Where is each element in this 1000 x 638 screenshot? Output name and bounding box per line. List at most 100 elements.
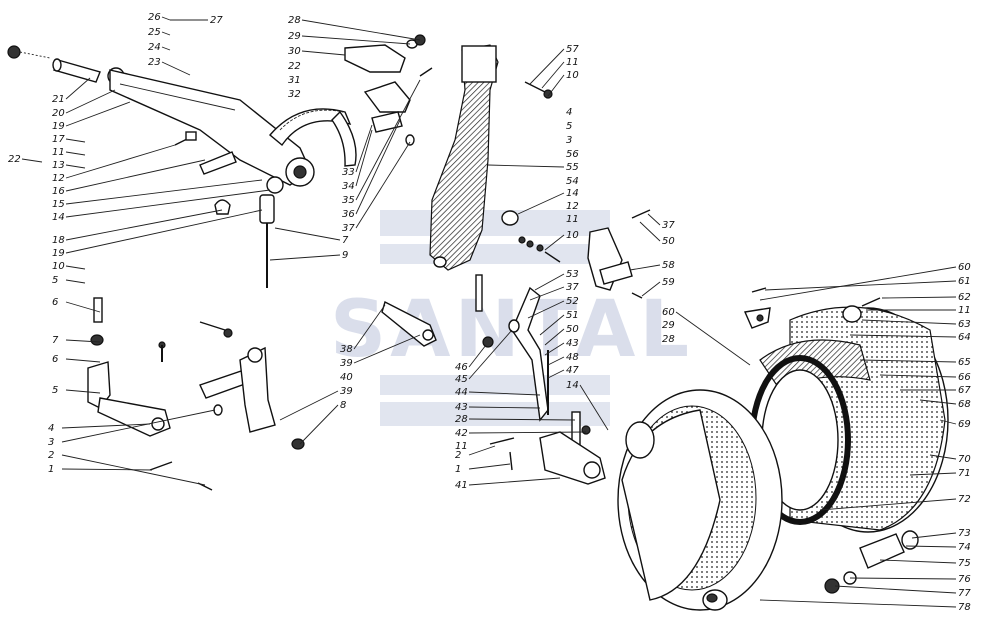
leader-pedal-right-1 [541,61,565,89]
callout-lever-4: 50 [566,324,579,335]
callout-right-5: 64 [958,332,971,343]
callout-pedal-right-5: 3 [566,135,572,146]
leader-left-13 [65,179,263,205]
leader-left-22 [65,389,101,394]
callout-bracket-2: 58 [662,260,675,271]
callout-left-25: 2 [48,450,54,461]
middle-linkage [381,274,606,485]
callout-pedal-right-3: 4 [566,107,572,118]
leader-mid-lower-9 [468,477,561,486]
leader-top-2 [301,35,411,45]
leader-lever-0 [534,273,565,291]
leader-left-0 [161,16,171,21]
leader-right-7 [879,374,957,378]
callout-top-4: 22 [288,61,301,72]
callout-left-5: 20 [52,108,65,119]
callout-top-2: 29 [288,31,301,42]
upper-lever-assembly [7,34,433,288]
leader-rod-0 [353,304,386,350]
callout-left-2: 24 [148,42,161,53]
callout-pedal-right-9: 14 [566,188,579,199]
leader-left-18 [65,279,86,284]
callout-bracket-1: 50 [662,236,675,247]
brake-pedal [429,44,561,271]
callout-lever-2: 52 [566,296,579,307]
callout-rod-0: 38 [340,344,353,355]
leader-left-1 [161,31,171,36]
callout-right-17: 76 [958,574,971,585]
callout-mid-lower-5: 42 [455,428,468,439]
callout-right-10: 69 [958,419,971,430]
callout-pedal-right-2: 10 [566,70,579,81]
callout-pedal-right-4: 5 [566,121,572,132]
leader-lever-8 [579,384,609,431]
callout-left-23: 4 [48,423,54,434]
leader-mid-lower-8 [468,463,511,470]
leader-left-5 [65,89,116,114]
brake-drum-assembly [617,287,949,611]
leader-rod-1 [353,334,421,364]
callout-left-9: 11 [52,147,65,158]
callout-right-9: 68 [958,399,971,410]
callout-right-1: 61 [958,276,971,287]
callout-left-7: 22 [8,154,21,165]
leader-rod-4 [299,404,339,445]
callout-lever-0: 53 [566,269,579,280]
leader-right-13 [819,498,957,511]
callout-pedal-right-12: 10 [566,230,579,241]
callout-mid-lower-9: 41 [455,480,468,491]
callout-left-18: 5 [52,275,58,286]
callout-left-20: 7 [52,335,59,346]
leader-right-0 [759,266,957,301]
leader-bracket-0 [647,213,661,226]
callout-left-26: 1 [48,464,54,475]
leader-lever-5 [544,342,565,356]
callout-pedal-right-11: 11 [566,214,579,225]
leader-pedal-mid-3 [355,119,401,215]
leader-pedal-mid-2 [355,79,421,201]
leader-top-1 [301,19,421,41]
callout-mid-lower-0: 46 [455,362,468,373]
callout-left-22: 5 [52,385,58,396]
callout-left-0: 26 [148,12,161,23]
callout-lever-6: 48 [566,352,579,363]
callout-pedal-mid-6: 9 [342,250,348,261]
callout-left-4: 21 [52,94,65,105]
callout-top-6: 32 [288,89,301,100]
callout-right-12: 71 [958,468,971,479]
callout-right-14: 73 [958,528,971,539]
leader-lever-7 [547,369,565,379]
leader-bracket-2 [629,264,661,271]
callout-pedal-right-0: 57 [566,44,579,55]
callout-shoe-1: 29 [662,320,675,331]
leader-lever-2 [527,300,565,319]
leader-right-4 [861,319,957,325]
leader-lever-4 [544,328,565,346]
watermark: SANTAL [330,210,689,426]
leader-right-1 [764,280,957,291]
leader-left-26 [61,468,153,471]
callout-left-24: 3 [48,437,54,448]
leader-right-9 [919,399,957,405]
callout-rod-2: 40 [340,372,353,383]
callout-left-6: 19 [52,121,65,132]
leader-pedal-right-7 [487,164,565,168]
callout-right-2: 62 [958,292,971,303]
callout-pedal-right-7: 55 [566,162,579,173]
leader-left-19 [65,301,101,313]
leader-left-3 [161,61,191,76]
callout-lever-8: 14 [566,380,579,391]
mounting-bracket [587,209,651,299]
callout-lever-3: 51 [566,310,579,321]
callout-left-8: 17 [52,134,65,145]
callout-right-18: 77 [958,588,971,599]
callout-bracket-0: 37 [662,220,675,231]
callout-pedal-mid-0: 33 [342,167,355,178]
callout-right-15: 74 [958,542,971,553]
leader-right-2 [881,296,957,299]
callout-rod-1: 39 [340,358,353,369]
callout-mid-lower-8: 1 [455,464,461,475]
callout-right-13: 72 [958,494,971,505]
leader-pedal-mid-0 [355,124,373,173]
